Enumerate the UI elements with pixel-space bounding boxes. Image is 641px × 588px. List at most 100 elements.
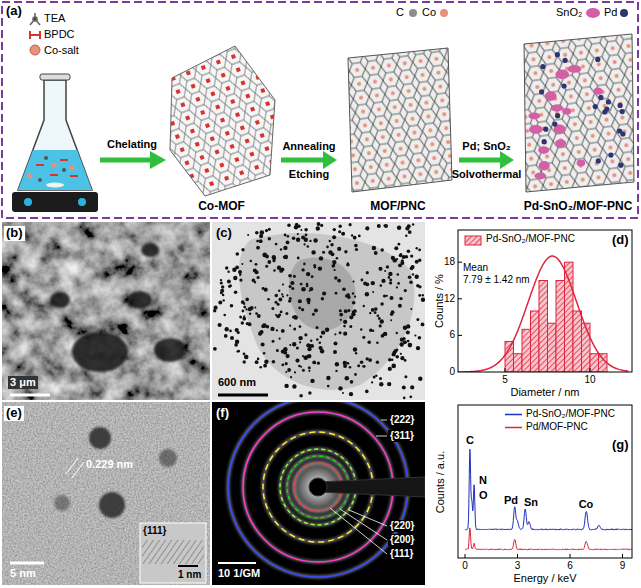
nanoparticle-dot <box>266 325 269 328</box>
mof-pnc-crystal <box>348 48 452 192</box>
nanoparticle-dot <box>306 283 309 286</box>
nanoparticle-dot <box>273 269 276 272</box>
nanoparticle-dot <box>272 360 276 364</box>
nanoparticle-dot <box>378 317 381 320</box>
sno2-particle <box>539 161 550 170</box>
step-label: Pd; SnO₂ Solvothermal <box>447 132 527 188</box>
nanoparticle-dot <box>302 369 305 372</box>
nanoparticle-dot <box>278 290 280 292</box>
nanoparticle-dot <box>410 255 413 258</box>
nanoparticles <box>528 52 625 179</box>
nanoparticle-dot <box>275 243 278 246</box>
nanoparticle-dot <box>238 270 242 274</box>
nanoparticle-dot <box>304 243 306 245</box>
nanoparticle-dot <box>308 391 311 394</box>
nanoparticle-dot <box>372 246 376 250</box>
nanoparticle-dot <box>377 224 381 228</box>
nanoparticle-dot <box>373 376 376 379</box>
nanoparticle-dot <box>354 373 357 376</box>
nanoparticle-dot <box>380 284 383 287</box>
nanoparticle-dot <box>256 240 259 243</box>
nanoparticle-dot <box>305 234 308 237</box>
nanoparticle-dot <box>400 342 404 346</box>
nanoparticle-dot <box>361 279 364 282</box>
nanoparticle-dot <box>381 334 385 338</box>
nanoparticle-dot <box>247 234 249 236</box>
nanoparticle-dot <box>395 355 399 359</box>
nanoparticle-dot <box>265 265 268 268</box>
sno2-particle <box>545 91 557 101</box>
pd-particle <box>562 83 567 88</box>
sno2-particle <box>555 70 569 80</box>
tick-label: 6 <box>567 560 573 572</box>
pd-particle <box>618 163 623 168</box>
nanoparticle-dot <box>416 318 419 321</box>
eds-spectrum <box>458 405 637 558</box>
nanoparticle-dot <box>341 232 345 236</box>
nanoparticle-dot <box>278 314 281 317</box>
nanoparticle-dot <box>240 316 243 319</box>
nanoparticle-dot <box>363 365 366 368</box>
tick-label: 10 <box>584 374 595 386</box>
nanoparticle-dot <box>418 377 422 381</box>
pd-particle <box>555 52 560 57</box>
scale-bar-label: 1 nm <box>178 569 201 581</box>
nanoparticle-dot <box>416 346 420 350</box>
nanoparticle-dot <box>284 234 287 237</box>
nanoparticle-dot <box>407 249 411 253</box>
step-arrow <box>100 151 166 169</box>
nanoparticle-dot <box>365 226 369 230</box>
nanoparticle-dot <box>418 336 422 340</box>
annotation: 7.79 ± 1.42 nm <box>463 274 530 286</box>
nanoparticle-dot <box>241 248 244 251</box>
nanoparticle-dot <box>350 380 354 384</box>
nanoparticle-dot <box>289 325 291 327</box>
legend-swatch <box>620 9 628 17</box>
nanoparticle-dot <box>229 330 232 333</box>
nanoparticle-dot <box>279 298 283 302</box>
bpdc-icon <box>30 31 40 39</box>
nanoparticle-dot <box>235 328 239 332</box>
legend-swatch <box>440 9 448 17</box>
nanoparticle-dot <box>218 323 222 327</box>
nanoparticle-dot <box>263 364 267 368</box>
peak-label: C <box>466 434 474 447</box>
nanoparticle-dot <box>291 287 294 290</box>
nanoparticle-dot <box>397 282 400 285</box>
tem-image <box>212 222 425 400</box>
sem-image <box>2 222 210 400</box>
nanoparticle-dot <box>422 294 424 296</box>
nanoparticle-dot <box>255 231 259 235</box>
nanoparticle-dot <box>333 228 336 231</box>
nanoparticle-dot <box>236 252 240 256</box>
scale-bar-label: 3 μm <box>8 376 38 389</box>
nanoparticle-dot <box>416 247 418 249</box>
nanoparticle-dot <box>351 312 355 316</box>
nanoparticle-dot <box>289 344 291 346</box>
nanoparticle-dot <box>237 350 240 353</box>
nanoparticle-dot <box>415 275 419 279</box>
illustration-node: Pd-SnO₂/MOF-PNC <box>517 24 639 216</box>
nanoparticle-dot <box>379 377 382 380</box>
nanoparticle-dot <box>299 325 302 328</box>
nanoparticle-dot <box>242 310 245 313</box>
pd-particle <box>552 122 557 127</box>
nanoparticle-dot <box>371 381 373 383</box>
nanoparticle-dot <box>353 281 355 283</box>
nanoparticle-dot <box>384 270 386 272</box>
nanoparticle-dot <box>329 240 331 242</box>
nanoparticle-dot <box>256 246 260 250</box>
arrow-head <box>500 151 514 169</box>
nanoparticle-dot <box>265 255 269 259</box>
nanoparticle-dot <box>379 324 382 327</box>
nanoparticle-dot <box>285 312 288 315</box>
nanoparticle-dot <box>233 276 237 280</box>
nanoparticle-dot <box>230 304 234 308</box>
nanoparticle-dot <box>322 291 326 295</box>
nanoparticle-dot <box>227 271 229 273</box>
nanoparticle-dot <box>343 320 347 324</box>
nanoparticle-dot <box>271 307 274 310</box>
nanoparticle-dot <box>243 315 245 317</box>
nanoparticle-dot <box>406 324 410 328</box>
